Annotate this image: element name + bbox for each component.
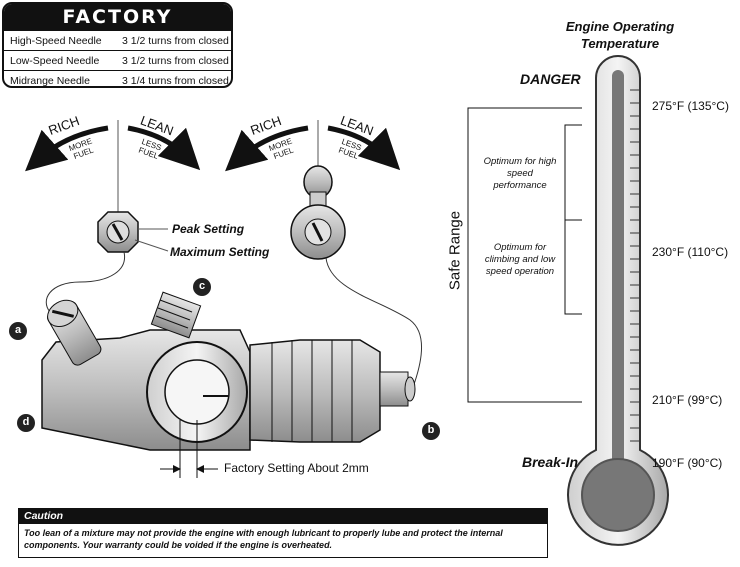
setting-value: 3 1/4 turns from closed <box>122 74 229 87</box>
caution-body: Too lean of a mixture may not provide th… <box>24 528 503 550</box>
temp-190: 190°F (90°C) <box>652 456 723 470</box>
table-row: Low-Speed Needle 3 1/2 turns from closed <box>4 50 231 70</box>
badge-d: d <box>17 414 35 432</box>
setting-name: Midrange Needle <box>10 74 90 87</box>
setting-name: High-Speed Needle <box>10 34 102 47</box>
table-row: High-Speed Needle 3 1/2 turns from close… <box>4 30 231 50</box>
safe-range-label: Safe Range <box>446 210 464 291</box>
thermometer-title-line2: Temperature <box>580 36 660 51</box>
caution-box: Caution Too lean of a mixture may not pr… <box>18 508 548 558</box>
setting-value: 3 1/2 turns from closed <box>122 34 229 47</box>
factory-settings-table: FACTORY SETTINGS High-Speed Needle 3 1/2… <box>2 2 233 88</box>
badge-b: b <box>422 422 440 440</box>
badge-a: a <box>9 322 27 340</box>
setting-name: Low-Speed Needle <box>10 54 100 67</box>
left-dial-arrows <box>25 120 201 212</box>
badge-c: c <box>193 278 211 296</box>
thermometer-title-line1: Engine Operating <box>565 19 675 34</box>
setting-value: 3 1/2 turns from closed <box>122 54 229 67</box>
carburetor-body <box>41 291 416 451</box>
break-in-label: Break-In <box>522 454 579 470</box>
optimum-low-label: Optimum for climbing and low speed opera… <box>484 242 556 277</box>
thermometer-title: Engine Operating Temperature <box>540 18 700 52</box>
right-dial-arrows <box>225 120 401 172</box>
range-brackets <box>467 107 582 403</box>
peak-setting-label: Peak Setting <box>172 222 245 236</box>
caution-title: Caution <box>19 509 547 524</box>
factory-settings-title: FACTORY SETTINGS <box>4 4 231 54</box>
danger-label: DANGER <box>520 71 581 87</box>
temp-230: 230°F (110°C) <box>652 245 729 259</box>
thermometer <box>567 55 669 546</box>
optimum-high-label: Optimum for high speed performance <box>483 156 557 191</box>
temp-275: 275°F (135°C) <box>652 99 729 113</box>
maximum-setting-label: Maximum Setting <box>170 245 270 259</box>
temp-210: 210°F (99°C) <box>652 393 723 407</box>
low-speed-needle <box>290 165 423 396</box>
factory-setting-label: Factory Setting About 2mm <box>224 461 369 475</box>
high-speed-needle <box>45 211 169 313</box>
table-row: Midrange Needle 3 1/4 turns from closed <box>4 70 231 87</box>
factory-setting-dimension <box>160 420 218 478</box>
